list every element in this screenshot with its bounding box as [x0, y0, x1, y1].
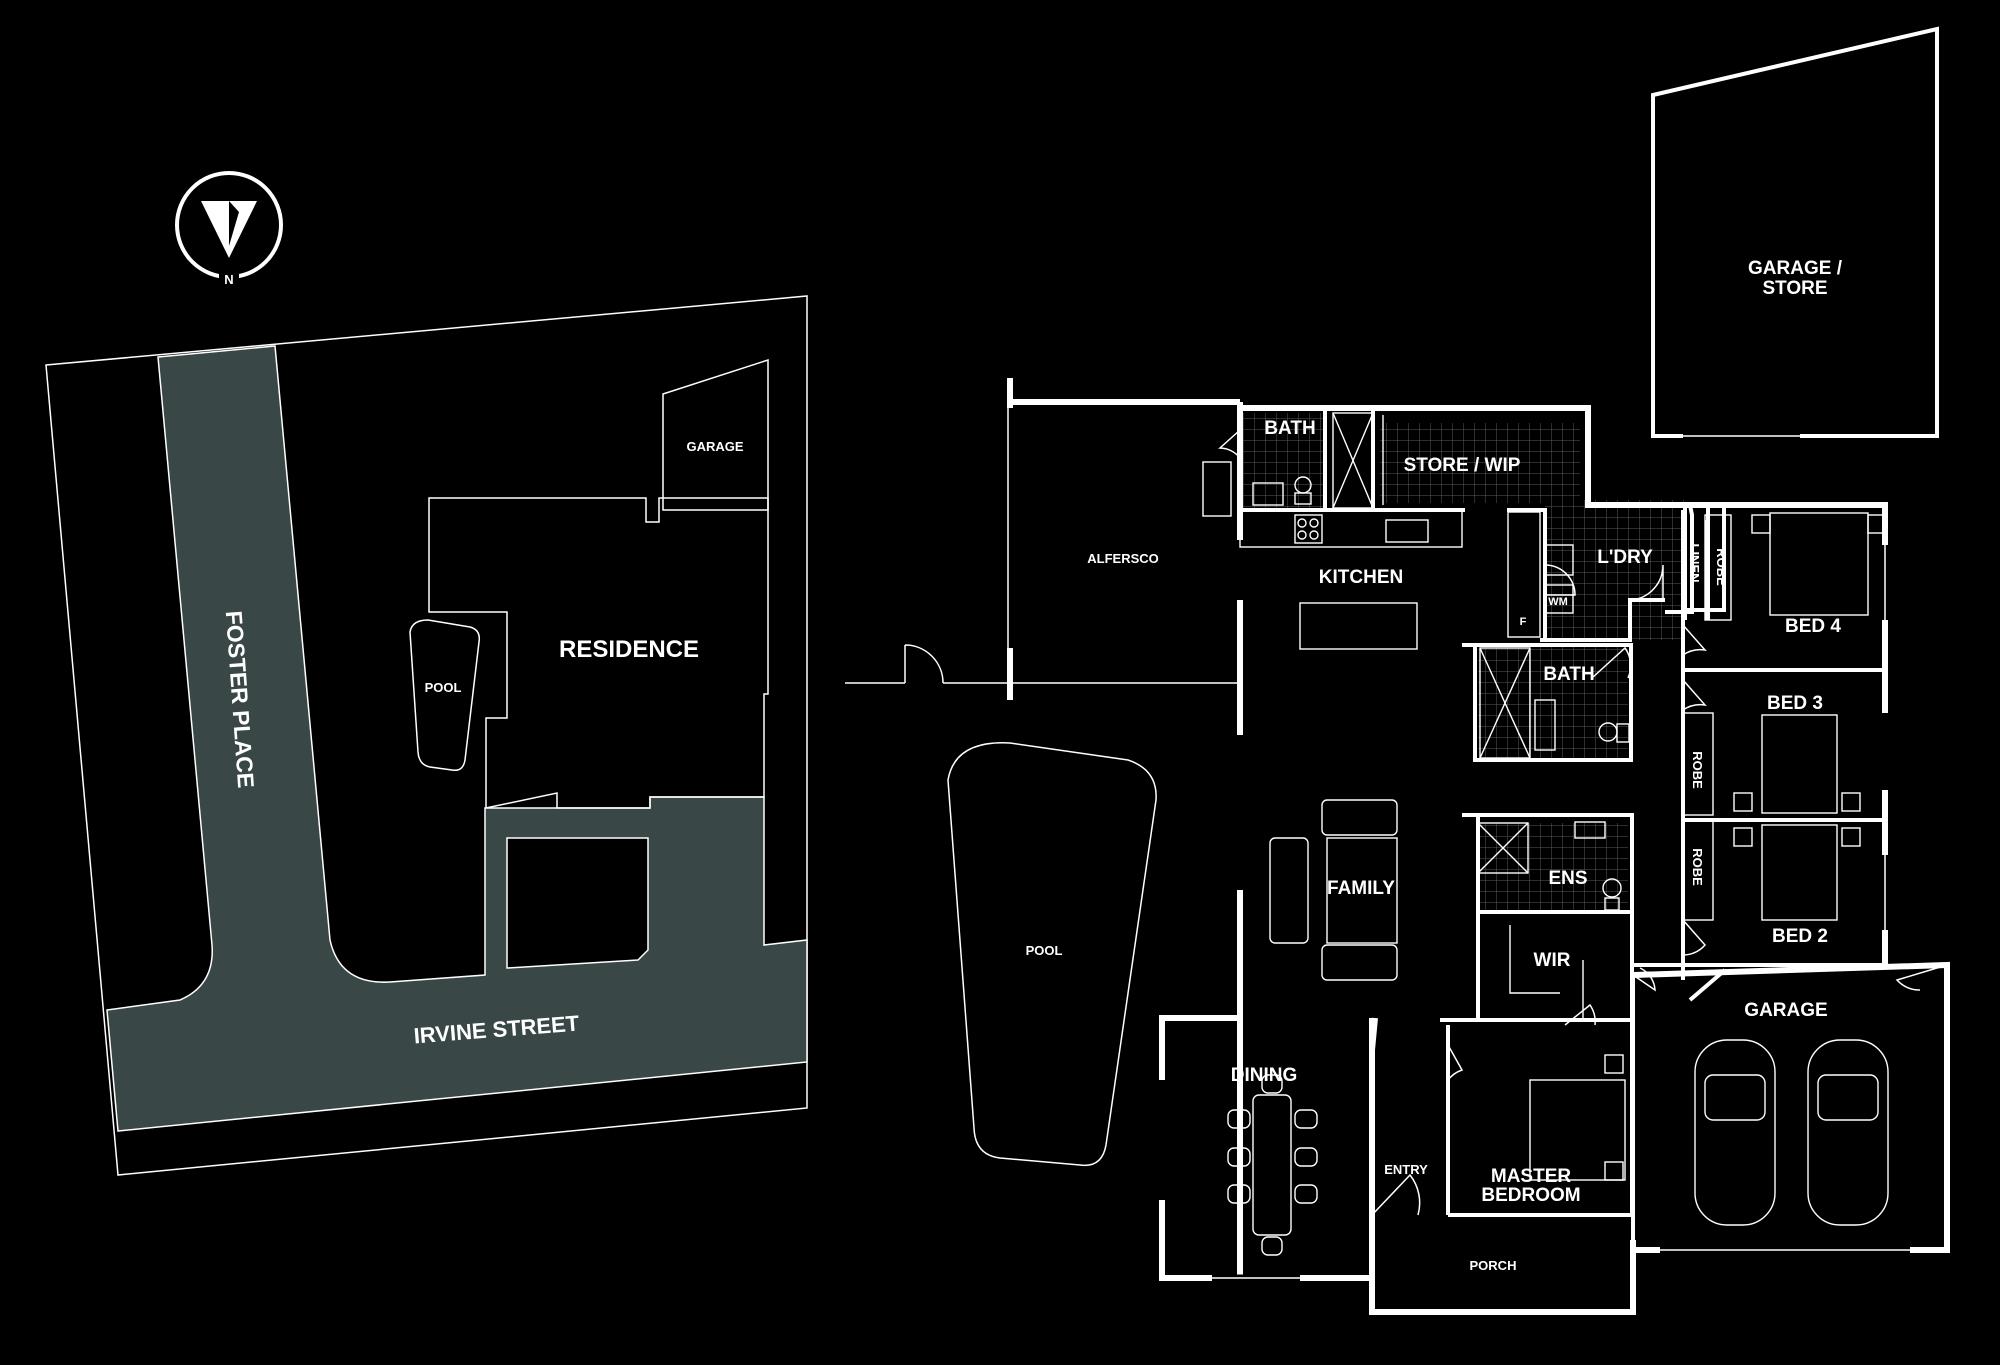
- north-arrow-icon: N: [175, 171, 283, 288]
- laundry-label: L'DRY: [1597, 547, 1653, 568]
- car-icons: [1694, 1039, 1889, 1226]
- robe-bed3-shelf: [1682, 712, 1714, 816]
- bath2-fixtures: [1479, 647, 1630, 759]
- robe-bed3-label: ROBE: [1690, 751, 1705, 789]
- robe-bed2-label: ROBE: [1690, 848, 1705, 886]
- bath1-label: BATH: [1264, 418, 1315, 439]
- kitchen-label: KITCHEN: [1319, 567, 1403, 588]
- alfresco-gate: [845, 644, 944, 684]
- linen-robe-walls: [1683, 505, 1710, 620]
- wir-label: WIR: [1534, 950, 1571, 971]
- bed2-label: BED 2: [1772, 926, 1828, 947]
- fridge-label: F: [1520, 616, 1527, 628]
- kitchen-fixtures: [1202, 461, 1541, 650]
- bed4-label: BED 4: [1785, 616, 1841, 637]
- ensuite-fixtures: [1477, 821, 1622, 1020]
- ensuite-label: ENS: [1548, 868, 1587, 889]
- family-label: FAMILY: [1327, 878, 1395, 899]
- robe-bed4-label: ROBE: [1714, 548, 1729, 586]
- floor-plan: GARAGE / STORE BATH STORE / WIP ALFERSCO…: [845, 26, 1950, 1315]
- site-boundary: [45, 295, 808, 1176]
- master-bedroom-label-2: BEDROOM: [1481, 1185, 1580, 1206]
- pantry-fridge: [1507, 511, 1541, 638]
- laundry-tiles: [1545, 500, 1685, 640]
- site-garage-label: GARAGE: [686, 439, 743, 454]
- master-bedroom-label-1: MASTER: [1491, 1166, 1572, 1187]
- alfresco-label: ALFERSCO: [1087, 551, 1159, 566]
- site-pool: [409, 619, 481, 772]
- laundry-fixtures: [1544, 544, 1574, 614]
- site-garage: [662, 358, 769, 511]
- alfresco-bbq: [1202, 461, 1232, 517]
- store-wip-label: STORE / WIP: [1404, 455, 1521, 476]
- north-label: N: [224, 272, 233, 287]
- detached-garage-store: [1651, 26, 1939, 438]
- road-surface: [106, 345, 808, 1132]
- dining-label: DINING: [1231, 1065, 1298, 1086]
- robe-bed2-shelf: [1682, 819, 1714, 921]
- dining-walls: [1159, 1017, 1378, 1281]
- garage-store-label-1: GARAGE /: [1748, 258, 1843, 279]
- beds: [1529, 512, 1887, 1181]
- robe-bed4-shelf: [1704, 514, 1732, 621]
- kitchen-island: [1299, 602, 1418, 650]
- wm-label: WM: [1548, 596, 1568, 608]
- porch-label: PORCH: [1470, 1258, 1517, 1273]
- bath1-fixtures: [1252, 412, 1384, 509]
- store-tiles: [1380, 423, 1580, 503]
- entry-label: ENTRY: [1384, 1162, 1428, 1177]
- garage-store-label-2: STORE: [1762, 278, 1827, 299]
- site-garage-pad: [506, 837, 649, 969]
- bed3-label: BED 3: [1767, 693, 1823, 714]
- site-pool-label: POOL: [425, 680, 462, 695]
- site-residence: [428, 497, 769, 809]
- pool-label: POOL: [1026, 943, 1063, 958]
- garage-label: GARAGE: [1744, 1000, 1827, 1021]
- alfresco-outline: [1007, 400, 1238, 700]
- bath2-label: BATH: [1543, 664, 1594, 685]
- linen-label: LINEN: [1687, 544, 1702, 583]
- family-furniture: [1269, 799, 1398, 981]
- alfresco-walls: [1007, 378, 1240, 700]
- site-residence-label: RESIDENCE: [559, 636, 699, 663]
- dining-table: [1227, 1074, 1318, 1256]
- site-plan: FOSTER PLACE IRVINE STREET RESIDENCE GAR…: [45, 295, 808, 1176]
- pool-outline: [947, 742, 1157, 1167]
